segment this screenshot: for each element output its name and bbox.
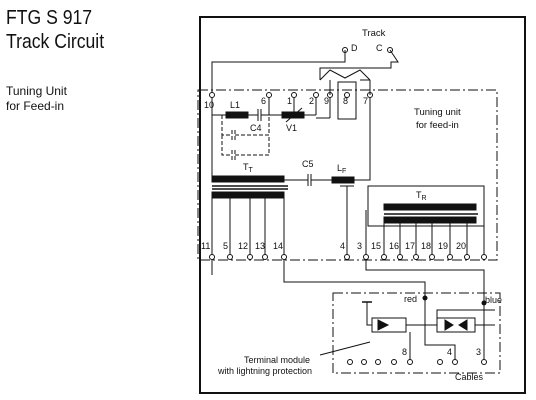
cables-label: Cables bbox=[455, 372, 484, 382]
top-terminal-posts bbox=[209, 92, 373, 98]
wire-3 bbox=[365, 260, 485, 303]
tt-primary bbox=[211, 175, 285, 183]
track-terminal-c-label: C bbox=[376, 43, 383, 53]
track-line-d bbox=[211, 50, 346, 93]
c5-label: C5 bbox=[302, 159, 314, 169]
wire-red-label: red bbox=[404, 294, 417, 304]
title-line-1: FTG S 917 bbox=[6, 7, 93, 29]
tr-subscript: R bbox=[422, 195, 427, 202]
line-7 bbox=[354, 98, 371, 181]
tr-label: TR bbox=[416, 190, 427, 202]
track-line-c bbox=[319, 49, 399, 80]
top-terminal-2: 2 bbox=[309, 96, 314, 106]
v1-label: V1 bbox=[286, 123, 297, 133]
subtitle-line-1: Tuning Unit bbox=[6, 84, 67, 98]
terminal-module-label-2: with lightning protection bbox=[217, 366, 312, 376]
bottom-terminal-4: 4 bbox=[340, 241, 345, 251]
tt-secondary bbox=[211, 191, 285, 199]
terminal-module-boundary bbox=[332, 292, 501, 374]
top-terminal-1: 1 bbox=[287, 96, 292, 106]
lf-inductor bbox=[331, 176, 355, 184]
track-terminal-d-label: D bbox=[351, 43, 358, 53]
bottom-terminal-20: 20 bbox=[456, 241, 466, 251]
lf-label: LF bbox=[337, 163, 346, 175]
tt-subscript: T bbox=[249, 167, 254, 174]
top-terminal-8: 8 bbox=[343, 96, 348, 106]
bottom-terminal-18: 18 bbox=[421, 241, 431, 251]
title-panel: FTG S 917 Track Circuit Tuning Unit for … bbox=[6, 6, 166, 114]
v1-varistor bbox=[281, 111, 305, 119]
bottom-terminal-17: 17 bbox=[405, 241, 415, 251]
tr-secondary bbox=[383, 216, 477, 224]
c4-optional-capacitors bbox=[221, 115, 270, 160]
top-terminal-10: 10 bbox=[204, 100, 214, 110]
track-label: Track bbox=[362, 28, 386, 39]
terminal-module-leader bbox=[319, 341, 371, 356]
tr-frame bbox=[367, 185, 485, 227]
tr-primary bbox=[383, 203, 477, 211]
top-terminal-6: 6 bbox=[261, 96, 266, 106]
tr-taps bbox=[365, 210, 485, 255]
bottom-terminal-5: 5 bbox=[223, 241, 228, 251]
bottom-terminal-16: 16 bbox=[389, 241, 399, 251]
tt-taps bbox=[211, 198, 285, 255]
bottom-terminal-3: 3 bbox=[357, 241, 362, 251]
l1-inductor bbox=[225, 111, 249, 119]
wire-blue-label: blue bbox=[485, 295, 502, 305]
terminal-8-box bbox=[337, 81, 357, 120]
subtitle-line-2: for Feed-in bbox=[6, 99, 65, 113]
bottom-terminal-11: 11 bbox=[201, 241, 210, 251]
tuning-unit-label-2: for feed-in bbox=[416, 120, 459, 131]
module-terminal-3: 3 bbox=[476, 347, 481, 357]
terminal-module-label-1: Terminal module bbox=[244, 355, 310, 365]
track-switch bbox=[319, 69, 371, 81]
module-terminal-8: 8 bbox=[402, 347, 407, 357]
outer-frame bbox=[199, 16, 526, 394]
title-line-2: Track Circuit bbox=[6, 31, 105, 53]
lf-subscript: F bbox=[342, 168, 346, 175]
protector-2 bbox=[436, 317, 476, 333]
wire-14 bbox=[283, 260, 426, 298]
bottom-terminal-15: 15 bbox=[371, 241, 381, 251]
bottom-terminal-13: 13 bbox=[255, 241, 265, 251]
top-terminal-9: 9 bbox=[324, 96, 329, 106]
l1-label: L1 bbox=[230, 100, 240, 110]
module-terminals bbox=[347, 359, 487, 365]
bottom-terminal-14: 14 bbox=[273, 241, 283, 251]
tt-label: TT bbox=[243, 162, 254, 174]
bottom-terminal-posts bbox=[209, 254, 487, 260]
module-terminal-4: 4 bbox=[447, 347, 452, 357]
bottom-terminal-19: 19 bbox=[438, 241, 448, 251]
tuning-unit-label-1: Tuning unit bbox=[414, 107, 461, 118]
tuning-unit-boundary bbox=[197, 89, 498, 261]
top-terminal-7: 7 bbox=[363, 96, 368, 106]
c4-label: C4 bbox=[250, 123, 262, 133]
bottom-terminal-12: 12 bbox=[238, 241, 248, 251]
